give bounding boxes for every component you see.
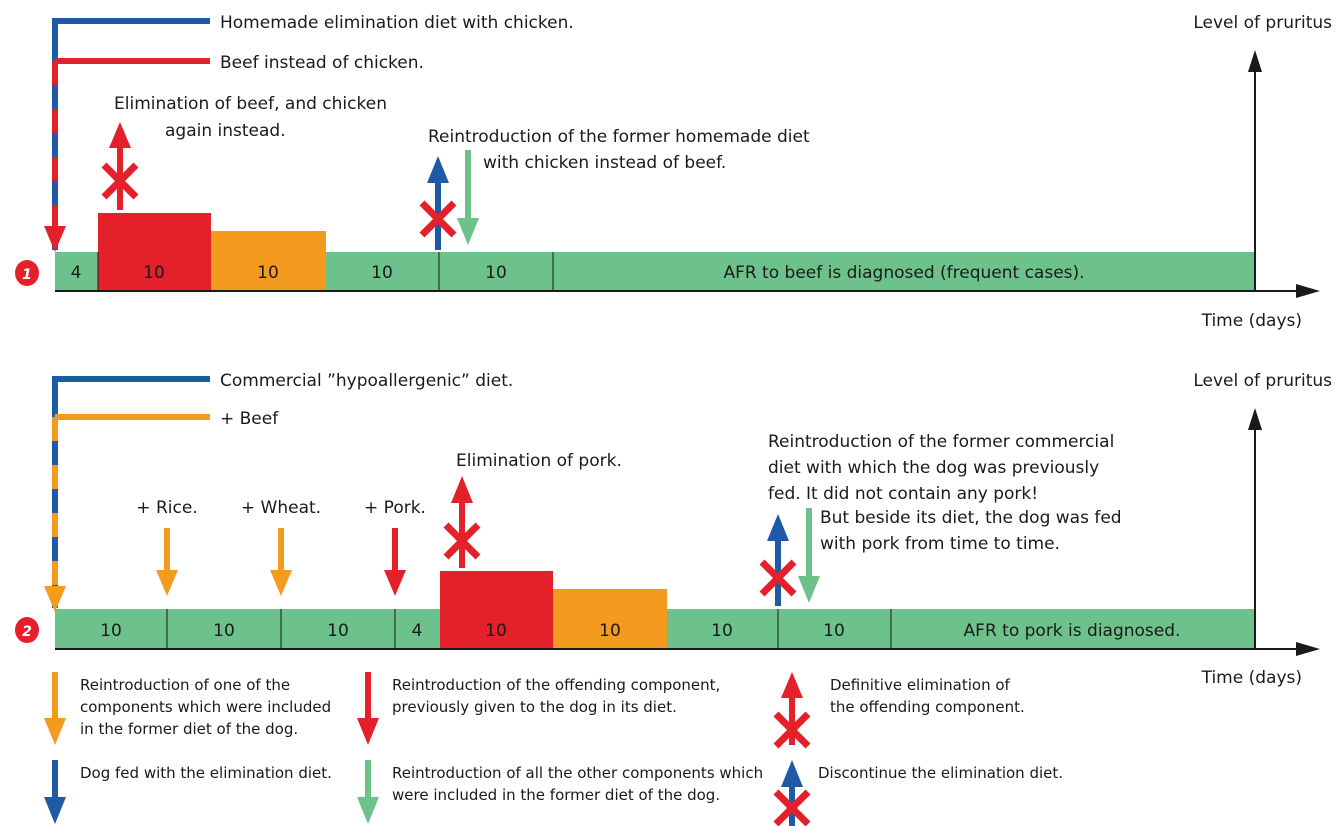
legend-red-up-cross-icon [773,672,811,749]
marker-pork-label: + Pork. [364,498,426,518]
y-axis-arrow-icon [1248,408,1262,430]
legend-green-text: Reintroduction of all the other componen… [392,764,763,782]
x-axis-label: Time (days) [1201,668,1302,688]
wheat-down-arrow-icon [270,528,292,596]
segment-label: 10 [599,621,621,641]
segment-label: 4 [412,621,423,641]
legend-blue-up-cross-icon [773,760,811,826]
start-down-arrow-icon [44,586,66,612]
chicken-segment [211,252,326,291]
legend-blue-label: Commercial ”hypoallergenic” diet. [220,371,513,391]
diagram-number: 2 [22,624,32,640]
legend-red-cross-text: the offending component. [830,698,1025,716]
reintroduction-down-arrow-icon [798,508,820,603]
diagram-number-badge [15,260,39,286]
segment-label: 10 [823,621,845,641]
legend-blue-text: Dog fed with the elimination diet. [80,764,332,782]
note-elimination-line: again instead. [165,121,286,141]
segment-label: AFR to pork is diagnosed. [964,621,1181,641]
segment-label: 10 [257,263,279,283]
elimination-up-arrow-icon [101,122,139,210]
segment-label: 10 [213,621,235,641]
legend-green-text: were included in the former diet of the … [392,786,720,804]
discontinue-up-arrow-icon [419,156,457,250]
legend-blue-down-arrow-icon [44,760,66,824]
note-beside-line: with pork from time to time. [820,534,1060,554]
legend: Reintroduction of one of the components … [44,672,1063,826]
legend-orange-down-arrow-icon [44,672,66,745]
legend-red-cross-text: Definitive elimination of [830,676,1011,694]
note-elimination: Elimination of pork. [456,451,622,471]
segment-label: 10 [485,621,507,641]
note-reintroduction-line: diet with which the dog was previously [768,458,1099,478]
reintroduction-down-arrow-icon [457,150,479,245]
note-elimination-line: Elimination of beef, and chicken [114,94,387,114]
elimination-diet-line [52,376,210,608]
note-reintroduction-line: fed. It did not contain any pork! [768,484,1038,504]
start-down-arrow-icon [44,226,66,252]
pork-segment [440,609,553,649]
marker-wheat-label: + Wheat. [241,498,321,518]
legend-orange-text: Reintroduction of one of the [80,676,290,694]
legend-blue-cross-text: Discontinue the elimination diet. [818,764,1063,782]
pork-down-arrow-icon [384,528,406,596]
rice-down-arrow-icon [156,528,178,596]
elimination-up-arrow-icon [443,476,481,568]
note-reintroduction-line: with chicken instead of beef. [483,153,726,173]
legend-red-label: Beef instead of chicken. [220,53,424,73]
legend-red-text: previously given to the dog in its diet. [392,698,677,716]
legend-orange-label: + Beef [220,409,279,429]
y-axis-arrow-icon [1248,50,1262,72]
note-reintroduction-line: Reintroduction of the former homemade di… [428,127,810,147]
legend-green-down-arrow-icon [357,760,379,824]
diagram-2: Commercial ”hypoallergenic” diet. + Beef… [15,371,1332,688]
reintroduction-segment [553,609,667,649]
y-axis-label: Level of pruritus [1193,371,1332,391]
diagram-1: Homemade elimination diet with chicken. … [15,13,1332,331]
legend-orange-text: components which were included [80,698,331,716]
segment-label: 10 [485,263,507,283]
x-axis-arrow-icon [1296,284,1320,298]
diagram-number-badge [15,617,39,643]
legend-red-down-arrow-icon [357,672,379,745]
marker-rice-label: + Rice. [136,498,197,518]
beef-segment [98,252,211,291]
y-axis-label: Level of pruritus [1193,13,1332,33]
legend-orange-text: in the former diet of the dog. [80,720,298,738]
x-axis-label: Time (days) [1201,311,1302,331]
legend-blue-label: Homemade elimination diet with chicken. [220,13,574,33]
diagram-number: 1 [22,267,32,283]
segment-label: 4 [71,263,82,283]
segment-label: 10 [371,263,393,283]
discontinue-up-arrow-icon [759,514,797,606]
segment-label: 10 [100,621,122,641]
segment-label: 10 [327,621,349,641]
legend-red-text: Reintroduction of the offending componen… [392,676,720,694]
segment-label: 10 [143,263,165,283]
segment-label: 10 [711,621,733,641]
note-beside-line: But beside its diet, the dog was fed [820,508,1122,528]
segment-label: AFR to beef is diagnosed (frequent cases… [723,263,1084,283]
x-axis-arrow-icon [1296,642,1320,656]
note-reintroduction-line: Reintroduction of the former commercial [768,432,1114,452]
